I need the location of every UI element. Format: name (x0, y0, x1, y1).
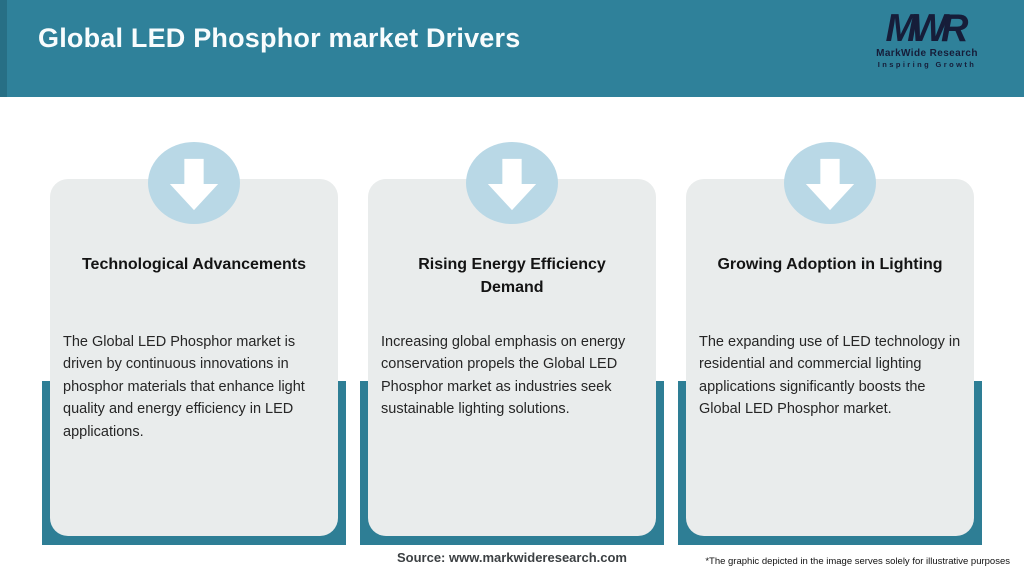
arrow-circle-badge (148, 142, 240, 224)
logo-tagline: Inspiring Growth (877, 60, 977, 69)
driver-card: Rising Energy Efficiency Demand Increasi… (368, 179, 656, 536)
down-arrow-icon (487, 158, 537, 211)
driver-card: Technological Advancements The Global LE… (50, 179, 338, 536)
card-body: The Global LED Phosphor market is driven… (63, 334, 305, 440)
markwide-research-logo: MWR MarkWide Research Inspiring Growth (852, 10, 1002, 69)
header-bar: Global LED Phosphor market Drivers MWR M… (0, 0, 1024, 97)
card-title: Growing Adoption in Lighting (717, 256, 943, 273)
disclaimer-text: *The graphic depicted in the image serve… (705, 556, 1010, 567)
source-text: Source: www.markwideresearch.com (396, 550, 627, 565)
driver-card-group-2: Rising Energy Efficiency Demand Increasi… (360, 0, 664, 576)
card-body: Increasing global emphasis on energy con… (381, 334, 626, 418)
arrow-circle-badge (466, 142, 558, 224)
page-title: Global LED Phosphor market Drivers (38, 23, 521, 53)
card-title: Rising Energy Efficiency Demand (418, 256, 606, 296)
driver-card-group-3: Growing Adoption in Lighting The expandi… (678, 0, 982, 576)
driver-card: Growing Adoption in Lighting The expandi… (686, 179, 974, 536)
mwr-monogram: MWR (885, 7, 969, 51)
down-arrow-icon (805, 158, 855, 211)
driver-card-group-1: Technological Advancements The Global LE… (42, 0, 346, 576)
logo-name: MarkWide Research (876, 48, 978, 59)
down-arrow-icon (169, 158, 219, 211)
card-body: The expanding use of LED technology in r… (699, 334, 961, 418)
header-accent-strip (0, 0, 7, 97)
arrow-circle-badge (784, 142, 876, 224)
card-title: Technological Advancements (81, 256, 307, 273)
